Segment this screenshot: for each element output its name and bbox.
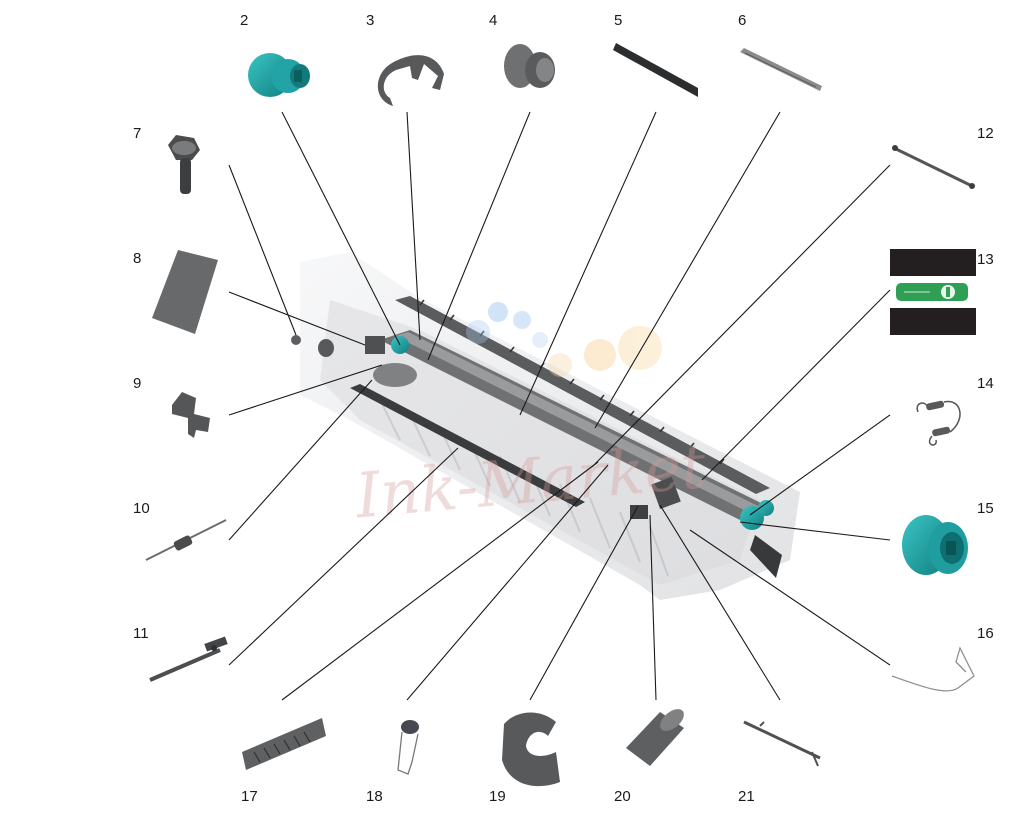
- part-2-teal-gear: [248, 53, 310, 97]
- leader-9: [228, 364, 383, 416]
- callout-12: 12: [977, 125, 994, 142]
- part-19-hook: [502, 712, 560, 787]
- assembly-bushing-left: [318, 339, 334, 357]
- part-14-spring: [916, 400, 961, 446]
- leader-4: [427, 111, 531, 361]
- leader-14: [749, 414, 891, 516]
- part-17-plate: [242, 718, 326, 770]
- leader-20: [649, 514, 657, 701]
- leader-3: [406, 111, 421, 341]
- callout-17: 17: [241, 788, 258, 805]
- assembly-bracket-left: [365, 336, 385, 354]
- callout-2: 2: [240, 12, 248, 29]
- callout-16: 16: [977, 625, 994, 642]
- assembly-teal-gear-right-2: [758, 500, 774, 516]
- leader-2: [281, 111, 401, 346]
- fuser-assembly: [291, 252, 800, 600]
- callout-18: 18: [366, 788, 383, 805]
- part-16-wire: [891, 646, 975, 692]
- callout-5: 5: [614, 12, 622, 29]
- assembly-front-guide: [350, 384, 585, 507]
- leader-21: [659, 504, 781, 701]
- part-13-labels: [890, 249, 976, 335]
- callout-9: 9: [133, 375, 141, 392]
- part-6-blade: [740, 48, 822, 91]
- part-4-bushing: [504, 44, 555, 88]
- callout-21: 21: [738, 788, 755, 805]
- leader-7: [228, 164, 297, 336]
- callout-6: 6: [738, 12, 746, 29]
- callout-4: 4: [489, 12, 497, 29]
- part-9-bracket: [172, 392, 210, 438]
- assembly-left-cylinder: [373, 363, 417, 387]
- leader-15: [739, 521, 891, 541]
- callout-8: 8: [133, 250, 141, 267]
- leader-18: [406, 464, 609, 701]
- assembly-top-rack: [395, 296, 770, 494]
- callout-7: 7: [133, 125, 141, 142]
- assembly-screw-left: [291, 335, 301, 345]
- assembly-main-roller-highlight: [395, 332, 760, 512]
- callout-10: 10: [133, 500, 150, 517]
- leader-12: [591, 164, 891, 468]
- callout-3: 3: [366, 12, 374, 29]
- part-7-screw: [168, 135, 200, 194]
- callout-19: 19: [489, 788, 506, 805]
- leader-19: [529, 505, 639, 701]
- leader-6: [594, 111, 781, 429]
- callout-14: 14: [977, 375, 994, 392]
- leader-11: [228, 447, 459, 666]
- part-8-pad: [152, 250, 218, 334]
- callout-11: 11: [133, 625, 149, 642]
- leader-5: [519, 111, 657, 416]
- assembly-arm-right: [651, 477, 681, 509]
- assembly-bracket-mid: [630, 505, 648, 519]
- leader-16: [689, 529, 891, 666]
- part-12-pin: [892, 145, 975, 189]
- callout-numbers: 2 3 4 5 6 7 8 9 10 11 12 13 14 15 16 17 …: [133, 12, 994, 805]
- part-18-torsion-spring: [397, 720, 419, 775]
- leader-10: [228, 379, 373, 541]
- part-20-sleeve: [626, 709, 684, 766]
- part-5-strip: [613, 43, 698, 97]
- part-15-teal-gear: [902, 515, 968, 575]
- part-11-lever: [149, 636, 228, 682]
- callout-20: 20: [614, 788, 631, 805]
- part-3-e-clip: [377, 55, 444, 106]
- callout-15: 15: [977, 500, 994, 517]
- part-21-rail: [743, 720, 821, 767]
- leader-17: [281, 461, 599, 701]
- leader-lines: [228, 111, 891, 701]
- callout-13: 13: [977, 251, 994, 268]
- part-10-shaft: [145, 519, 227, 561]
- assembly-tab-right: [750, 535, 782, 578]
- watermark-dots: [466, 302, 662, 377]
- leader-13: [701, 289, 891, 481]
- assembly-frame-inner: [320, 300, 760, 585]
- leader-8: [228, 291, 366, 346]
- assembly-main-roller: [380, 330, 765, 520]
